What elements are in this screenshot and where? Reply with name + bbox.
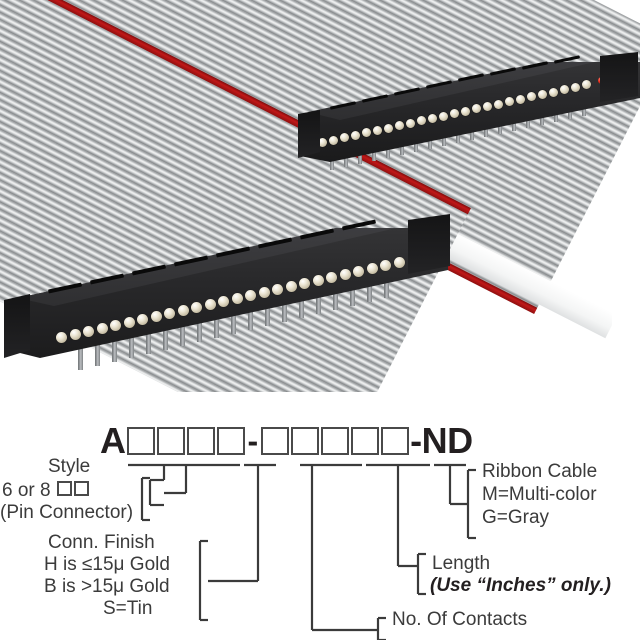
connector-contacts-bottom (8, 228, 458, 378)
length-title: Length (432, 553, 491, 574)
pn-box-2[interactable] (156, 427, 185, 455)
style-pin-row: 6 or 8 (2, 481, 90, 501)
pn-dash-1: - (247, 423, 259, 459)
pn-box-6[interactable] (291, 427, 320, 455)
length-note: (Use “Inches” only.) (430, 575, 611, 596)
pn-box-4[interactable] (216, 427, 245, 455)
connector-endcap-bottom-right (408, 214, 450, 274)
connector-contacts-top (300, 62, 640, 172)
pn-box-3[interactable] (186, 427, 215, 455)
connector-endcap-top-left (298, 110, 320, 158)
pn-suffix: -ND (410, 420, 473, 461)
ribbon-cable-multicolor: M=Multi-color (482, 484, 597, 505)
conn-finish-h: H is ≤15μ Gold (44, 554, 170, 575)
conn-finish-s: S=Tin (103, 598, 153, 619)
style-mini-box-1[interactable] (56, 481, 72, 497)
pn-box-9[interactable] (381, 427, 410, 455)
style-mini-box-2[interactable] (73, 481, 89, 497)
pn-prefix: A (100, 420, 126, 461)
pn-box-8[interactable] (351, 427, 380, 455)
part-number-string: A - -ND (100, 420, 473, 462)
connector-endcap-bottom-left (4, 294, 30, 358)
ribbon-cable-title: Ribbon Cable (482, 461, 598, 482)
photo-right-mask (612, 180, 640, 415)
conn-finish-b: B is >15μ Gold (44, 576, 170, 597)
photo-bottom-mask (0, 392, 640, 415)
connector-endcap-top (600, 52, 638, 102)
connector-bottom-left (4, 214, 458, 388)
pn-box-7[interactable] (321, 427, 350, 455)
style-pin-prefix: 6 or 8 (2, 480, 51, 501)
pn-box-1[interactable] (126, 427, 155, 455)
part-number-diagram: A - -ND (0, 408, 640, 640)
style-label: Style (48, 456, 91, 477)
pn-box-5[interactable] (261, 427, 290, 455)
conn-finish-title: Conn. Finish (48, 532, 155, 553)
product-photo (0, 0, 640, 415)
contacts-title: No. Of Contacts (392, 609, 528, 630)
ribbon-cable-gray: G=Gray (482, 507, 550, 528)
style-pin-connector-label: (Pin Connector) (0, 502, 134, 523)
connector-top-right (298, 52, 640, 192)
